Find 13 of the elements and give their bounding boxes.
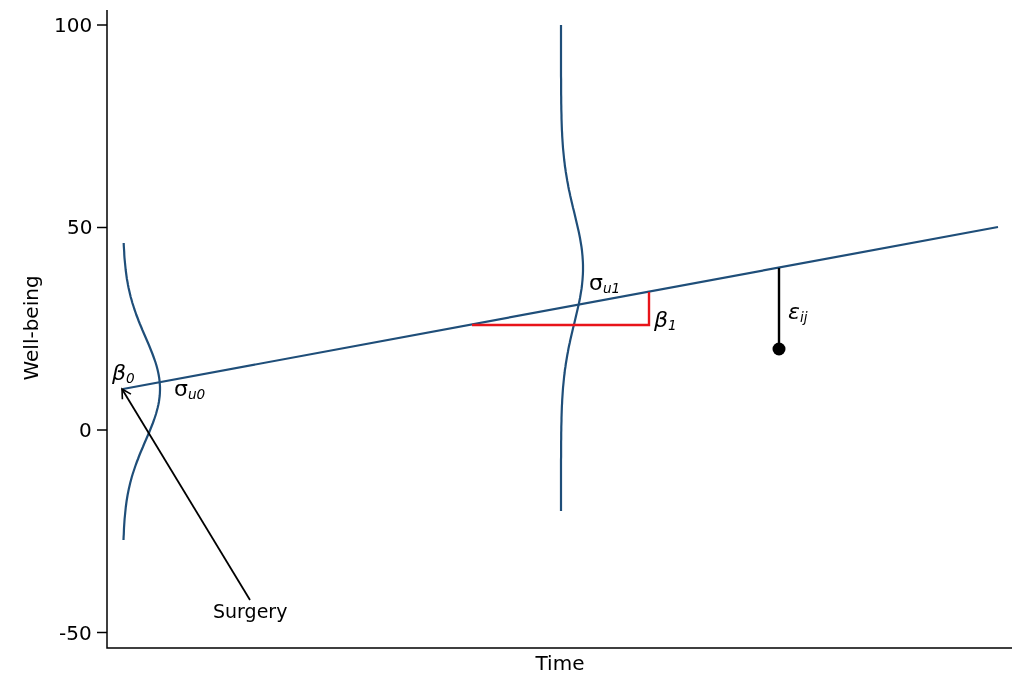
node-label: Surgery bbox=[213, 602, 288, 621]
formula-label: β$_{0}$ bbox=[112, 362, 135, 387]
tick-label: 100 bbox=[54, 15, 93, 35]
axis-title: Well-being bbox=[20, 275, 41, 381]
arrow bbox=[121, 388, 251, 601]
parameter-label: β$_{1}$ bbox=[654, 309, 677, 334]
parameter-label: σ$_{u1}$ bbox=[589, 272, 621, 297]
tick-label: 0 bbox=[79, 420, 92, 440]
axis-title: Time bbox=[535, 653, 585, 673]
parameter-label: ε$_{ij}$ bbox=[788, 301, 808, 326]
tick-label: 50 bbox=[67, 217, 93, 237]
tick-label: -50 bbox=[59, 623, 92, 643]
parameter-label: σ$_{u0}$ bbox=[174, 378, 206, 403]
